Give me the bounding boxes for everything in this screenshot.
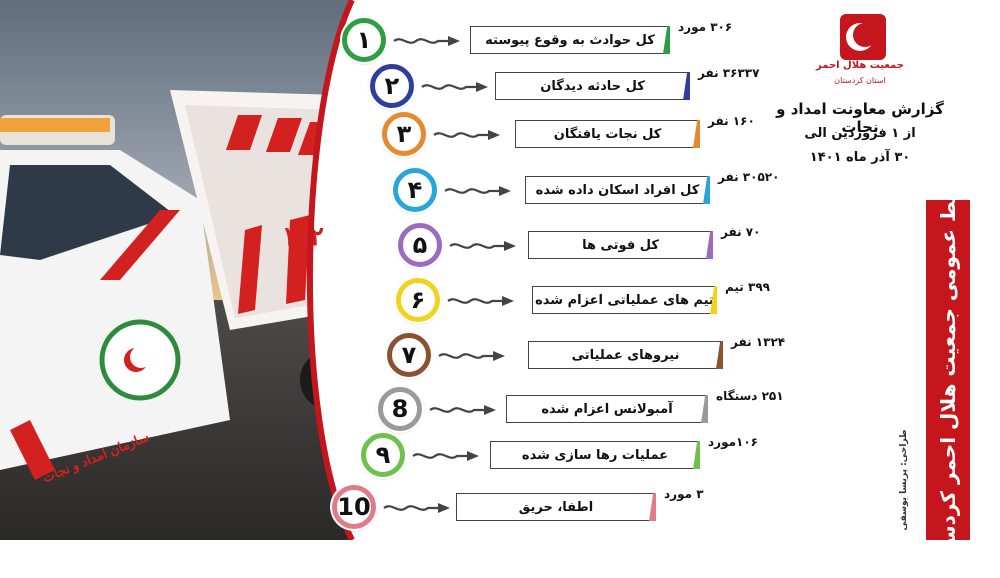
- stat-count: ۳۹۹ تیم: [725, 280, 770, 294]
- wavy-arrow-icon: [444, 186, 511, 196]
- stat-label: نیروهای عملیاتی: [571, 347, 680, 363]
- stat-accent: [693, 120, 700, 148]
- stat-accent: [663, 26, 670, 54]
- side-band-text: روابط عمومی جمعیت هلال احمر کردستان: [936, 162, 960, 578]
- stat-number-circle: ۱: [342, 18, 386, 62]
- stat-row: ۲ کل حادثه دیدگان ۳۶۳۳۷ نفر: [0, 64, 1000, 108]
- stat-label-box: اطفا، حریق: [456, 493, 656, 521]
- org-province: استان کردستان: [834, 76, 886, 85]
- stat-label: کل حوادث به وقوع پیوسته: [485, 32, 655, 48]
- stat-row: ۶ تیم های عملیاتی اعزام شده ۳۹۹ تیم: [0, 278, 1000, 322]
- stat-row: ۱ کل حوادث به وقوع پیوسته ۳۰۶ مورد: [0, 18, 1000, 62]
- stat-label-box: کل حادثه دیدگان: [495, 72, 690, 100]
- stat-number-circle: 10: [332, 485, 376, 529]
- stat-label-box: کل فوتی ها: [528, 231, 713, 259]
- stat-accent: [706, 231, 713, 259]
- stat-number-circle: ۷: [387, 333, 431, 377]
- stat-label: آمبولانس اعزام شده: [541, 401, 673, 417]
- stat-label: عملیات رها سازی شده: [521, 447, 669, 463]
- date-from: از ۱ فروردین الی: [804, 126, 916, 141]
- stat-number-circle: 8: [378, 387, 422, 431]
- date-to: ۳۰ آذر ماه ۱۴۰۱: [809, 150, 911, 165]
- wavy-arrow-icon: [421, 82, 488, 92]
- stat-row: 8 آمبولانس اعزام شده ۲۵۱ دستگاه: [0, 387, 1000, 431]
- stat-row: ۳ کل نجات یافتگان ۱۶۰ نفر: [0, 112, 1000, 156]
- stat-accent: [710, 286, 717, 314]
- stat-row: ۵ کل فوتی ها ۷۰ نفر: [0, 223, 1000, 267]
- wavy-arrow-icon: [429, 405, 496, 415]
- stat-row: ۹ عملیات رها سازی شده ۱۰۶مورد: [0, 433, 1000, 477]
- stat-number-circle: ۴: [393, 168, 437, 212]
- stat-count: ۳۰۶ مورد: [678, 20, 733, 34]
- designer-credit: طراحی: پریسا یوسفی: [899, 429, 909, 531]
- stat-label-box: کل حوادث به وقوع پیوسته: [470, 26, 670, 54]
- wavy-arrow-icon: [412, 451, 479, 461]
- stat-label-box: نیروهای عملیاتی: [528, 341, 723, 369]
- stat-label-box: کل افراد اسکان داده شده: [525, 176, 710, 204]
- red-crescent-logo-icon: [840, 14, 886, 60]
- stat-number-circle: ۲: [370, 64, 414, 108]
- stat-label: کل افراد اسکان داده شده: [535, 182, 700, 198]
- stat-label: تیم های عملیاتی اعزام شده: [535, 292, 714, 308]
- stat-count: ۲۵۱ دستگاه: [716, 389, 784, 403]
- stat-number-circle: ۳: [382, 112, 426, 156]
- stat-count: ۳۰۵۲۰ نفر: [718, 170, 780, 184]
- stat-label: کل نجات یافتگان: [553, 126, 662, 142]
- stat-accent: [693, 441, 700, 469]
- stat-label-box: عملیات رها سازی شده: [490, 441, 700, 469]
- wavy-arrow-icon: [393, 36, 460, 46]
- stat-label: کل فوتی ها: [582, 237, 659, 253]
- wavy-arrow-icon: [447, 296, 514, 306]
- stat-label: اطفا، حریق: [518, 499, 594, 515]
- stat-number-circle: ۶: [396, 278, 440, 322]
- stat-accent: [716, 341, 723, 369]
- stat-count: ۱۳۲۴ نفر: [731, 335, 786, 349]
- stat-count: ۳ مورد: [664, 487, 704, 501]
- stat-accent: [649, 493, 656, 521]
- wavy-arrow-icon: [383, 503, 450, 513]
- wavy-arrow-icon: [449, 241, 516, 251]
- side-band: [926, 200, 970, 540]
- org-name: جمعیت هلال احمر: [816, 60, 904, 71]
- stat-row: ۷ نیروهای عملیاتی ۱۳۲۴ نفر: [0, 333, 1000, 377]
- wavy-arrow-icon: [438, 351, 505, 361]
- stat-count: ۱۰۶مورد: [708, 435, 759, 449]
- stat-count: ۳۶۳۳۷ نفر: [698, 66, 760, 80]
- stat-count: ۷۰ نفر: [721, 225, 761, 239]
- stat-accent: [683, 72, 690, 100]
- stat-row: 10 اطفا، حریق ۳ مورد: [0, 485, 1000, 529]
- wavy-arrow-icon: [433, 130, 500, 140]
- stat-label-box: کل نجات یافتگان: [515, 120, 700, 148]
- stat-number-circle: ۵: [398, 223, 442, 267]
- stat-number-circle: ۹: [361, 433, 405, 477]
- stat-accent: [701, 395, 708, 423]
- stat-label: کل حادثه دیدگان: [540, 78, 645, 94]
- stat-label-box: آمبولانس اعزام شده: [506, 395, 708, 423]
- stat-accent: [703, 176, 710, 204]
- stat-label-box: تیم های عملیاتی اعزام شده: [532, 286, 717, 314]
- stat-count: ۱۶۰ نفر: [708, 114, 755, 128]
- rescue-vehicle-photo: ۱۱۲ سازمان امداد و نجات: [0, 0, 352, 540]
- stat-row: ۴ کل افراد اسکان داده شده ۳۰۵۲۰ نفر: [0, 168, 1000, 212]
- report-title: گزارش معاونت امداد و نجات: [776, 100, 944, 136]
